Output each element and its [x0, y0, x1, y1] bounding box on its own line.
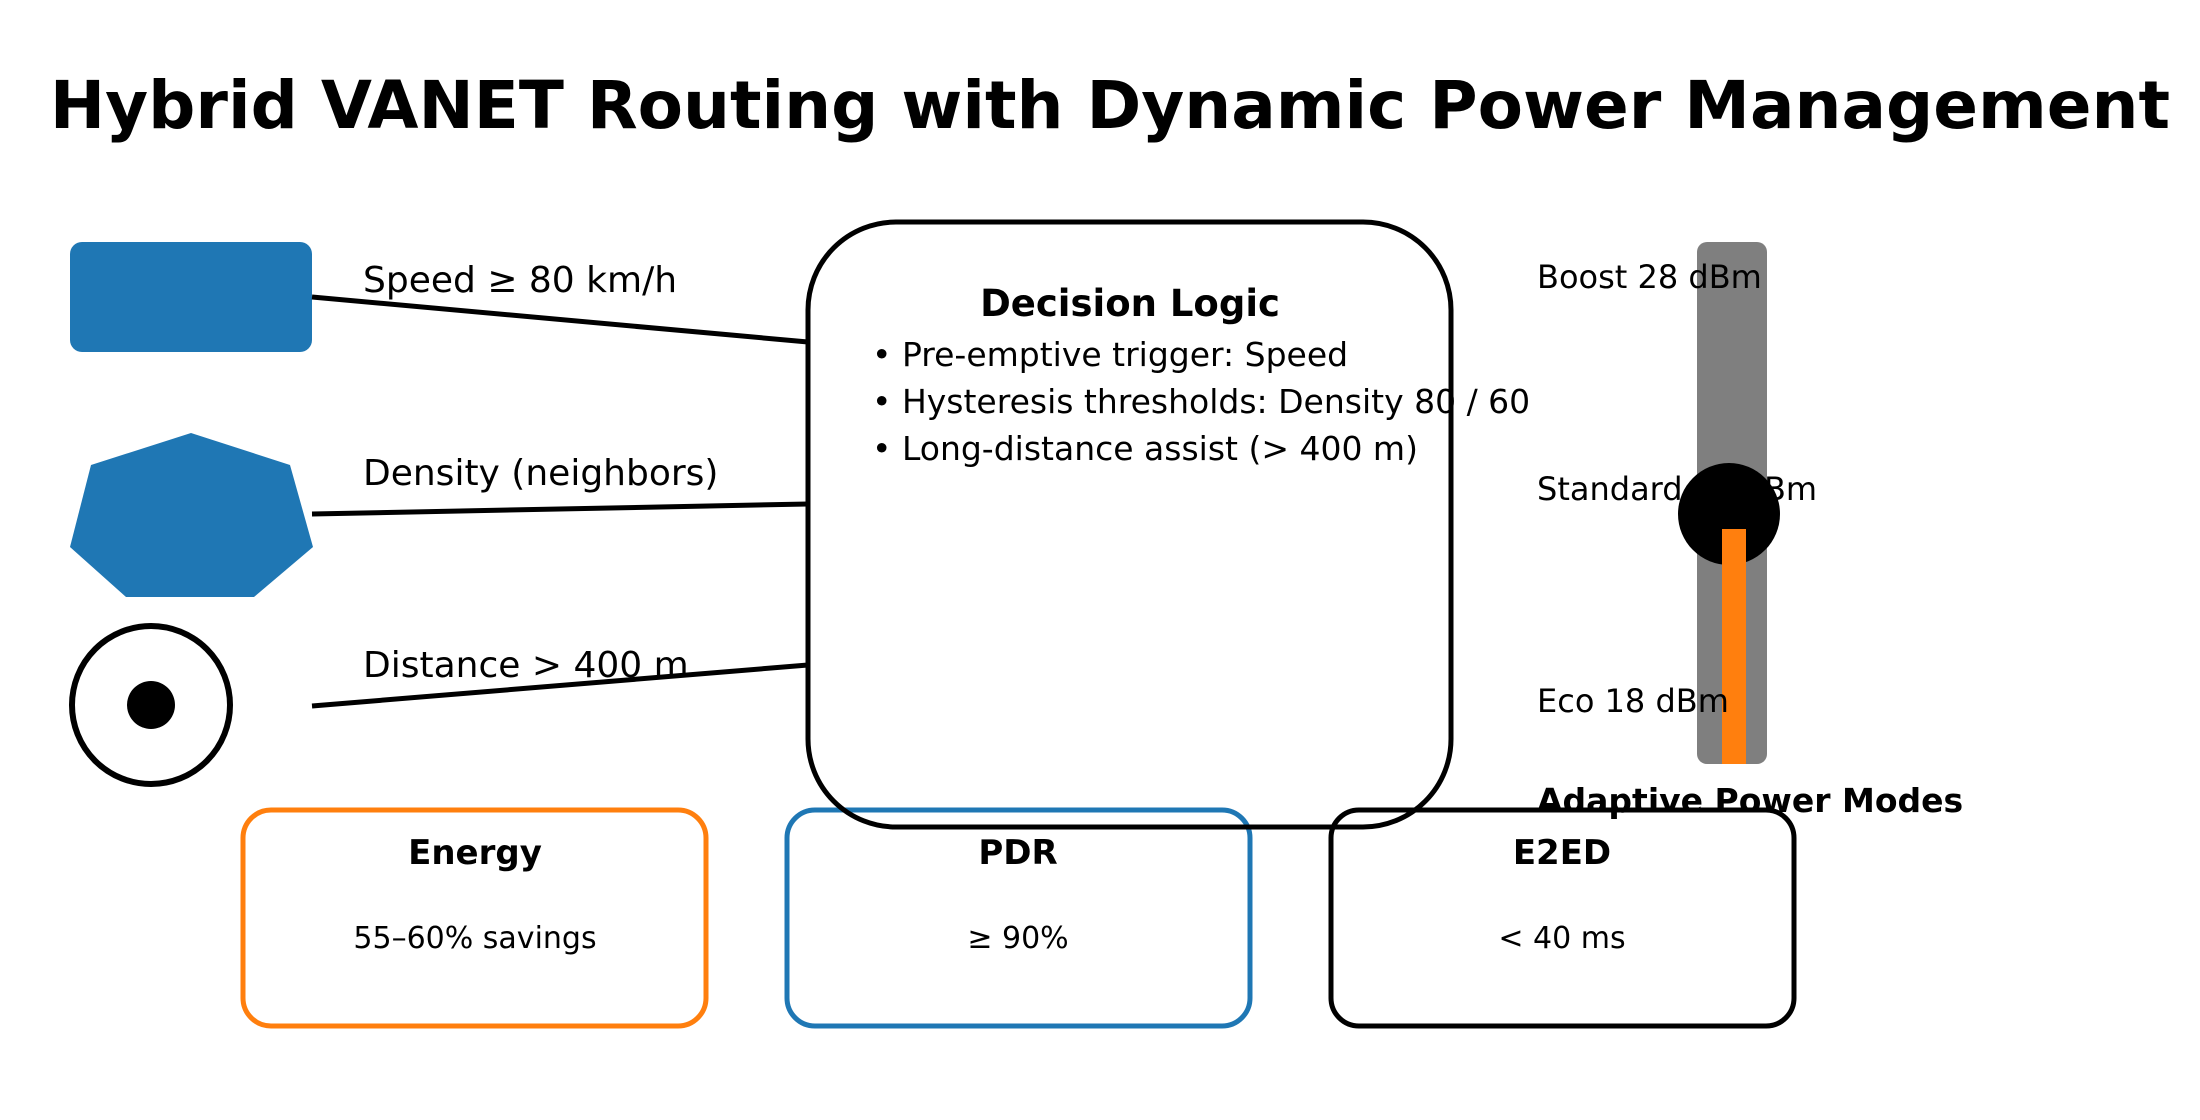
distance-input-icon	[69, 623, 233, 787]
diagram-title: Hybrid VANET Routing with Dynamic Power …	[50, 67, 2170, 144]
metric-energy-value: 55–60% savings	[353, 921, 596, 956]
density-label: Density (neighbors)	[363, 453, 718, 494]
mode-boost-label: Boost 28 dBm	[1537, 258, 1762, 296]
density-input-icon	[70, 433, 313, 597]
metric-e2ed-value: < 40 ms	[1498, 921, 1625, 956]
decision-logic-box	[805, 219, 1454, 830]
mode-eco-label: Eco 18 dBm	[1537, 682, 1729, 720]
decision-logic-title: Decision Logic	[980, 282, 1280, 325]
speed-label: Speed ≥ 80 km/h	[363, 260, 677, 301]
speed-connector	[311, 294, 809, 345]
metric-energy: Energy 55–60% savings	[240, 807, 709, 1029]
metric-e2ed: E2ED < 40 ms	[1328, 807, 1797, 1029]
decision-logic-bullet: • Long-distance assist (> 400 m)	[872, 429, 1418, 468]
metric-e2ed-title: E2ED	[1513, 833, 1611, 873]
density-connector	[311, 501, 809, 517]
power-mode-slider	[1678, 242, 1780, 764]
metric-pdr-box	[784, 807, 1253, 1029]
decision-logic-panel: Decision Logic • Pre-emptive trigger: Sp…	[805, 219, 1530, 830]
slider-knob	[1678, 463, 1780, 565]
power-modes-caption: Adaptive Power Modes	[1537, 781, 1963, 820]
decision-logic-bullet: • Hysteresis thresholds: Density 80 / 60	[872, 382, 1530, 421]
metric-e2ed-box	[1328, 807, 1797, 1029]
metric-pdr: PDR ≥ 90%	[784, 807, 1253, 1029]
metric-energy-box	[240, 807, 709, 1029]
slider-level-fill	[1722, 529, 1746, 764]
distance-connector	[311, 662, 809, 709]
decision-logic-bullet: • Pre-emptive trigger: Speed	[872, 335, 1348, 374]
metric-pdr-value: ≥ 90%	[967, 921, 1068, 956]
mode-standard-label: Standard 23 dBm	[1537, 470, 1817, 508]
distance-label: Distance > 400 m	[363, 645, 689, 686]
metric-energy-title: Energy	[408, 833, 542, 873]
metric-pdr-title: PDR	[978, 833, 1057, 873]
speed-input-icon	[70, 242, 312, 352]
